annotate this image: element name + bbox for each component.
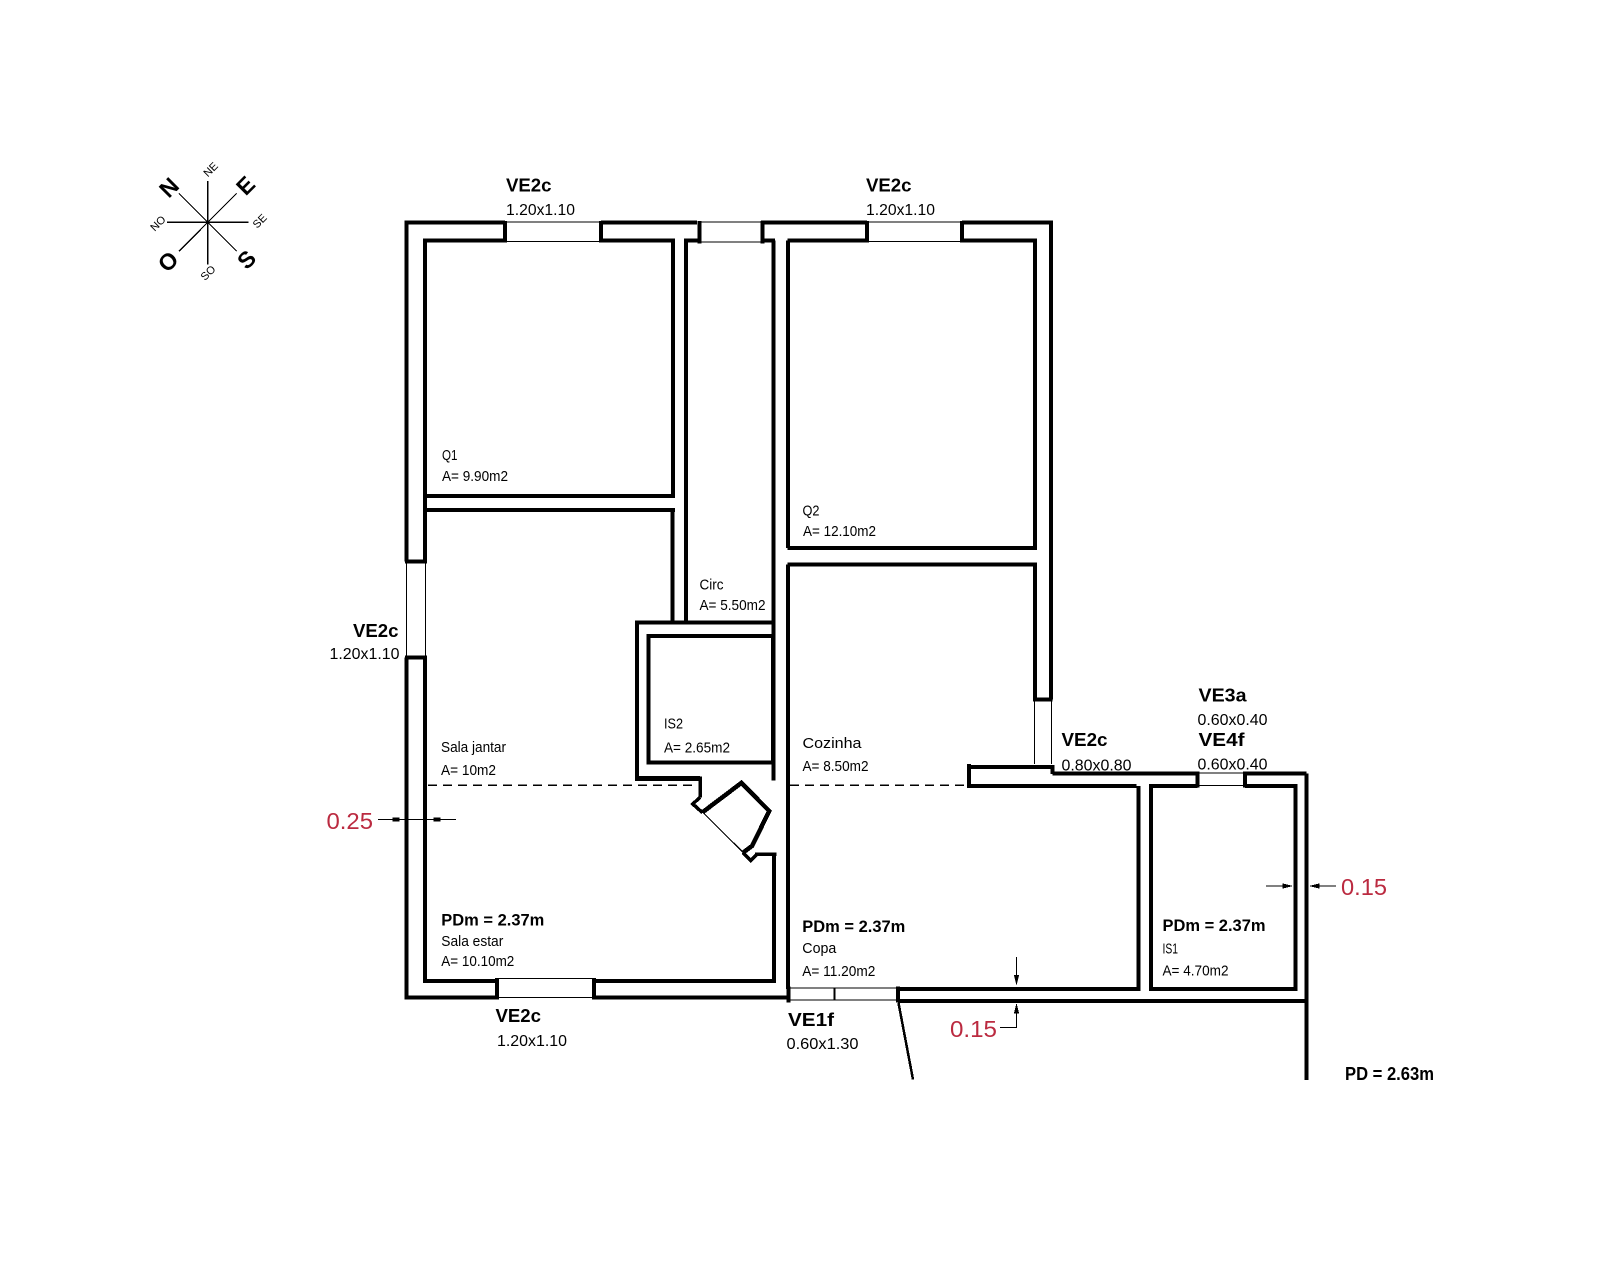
svg-text:A= 11.20m2: A= 11.20m2 (802, 963, 875, 980)
svg-text:VE4f: VE4f (1199, 730, 1246, 750)
svg-text:PDm = 2.37m: PDm = 2.37m (1163, 916, 1266, 935)
svg-text:PDm = 2.37m: PDm = 2.37m (802, 917, 905, 936)
svg-text:Sala estar: Sala estar (441, 933, 503, 950)
svg-text:A= 2.65m2: A= 2.65m2 (664, 740, 730, 757)
svg-text:0.15: 0.15 (950, 1016, 997, 1042)
svg-text:0.60x0.40: 0.60x0.40 (1198, 712, 1268, 729)
svg-text:Q1: Q1 (442, 447, 458, 464)
svg-text:Cozinha: Cozinha (803, 735, 863, 752)
svg-text:1.20x1.10: 1.20x1.10 (866, 202, 935, 219)
svg-text:VE2c: VE2c (866, 176, 912, 196)
svg-text:VE2c: VE2c (353, 621, 399, 641)
svg-text:A= 8.50m2: A= 8.50m2 (803, 758, 869, 775)
svg-text:VE2c: VE2c (1062, 730, 1108, 750)
svg-text:0.25: 0.25 (327, 808, 374, 834)
svg-text:A= 5.50m2: A= 5.50m2 (700, 597, 766, 614)
svg-text:Circ: Circ (700, 577, 724, 594)
svg-text:VE3a: VE3a (1199, 686, 1248, 706)
svg-text:A= 12.10m2: A= 12.10m2 (803, 523, 876, 540)
svg-text:VE1f: VE1f (788, 1010, 835, 1030)
svg-text:1.20x1.10: 1.20x1.10 (506, 202, 575, 219)
svg-text:VE2c: VE2c (496, 1006, 542, 1026)
svg-text:1.20x1.10: 1.20x1.10 (330, 646, 400, 663)
svg-text:A= 9.90m2: A= 9.90m2 (442, 468, 508, 485)
svg-text:Sala jantar: Sala jantar (441, 739, 506, 756)
svg-text:Copa: Copa (802, 940, 837, 957)
svg-text:0.80x0.80: 0.80x0.80 (1062, 758, 1132, 775)
svg-text:VE2c: VE2c (506, 176, 552, 196)
svg-text:IS1: IS1 (1163, 941, 1179, 958)
svg-text:PD = 2.63m: PD = 2.63m (1345, 1064, 1434, 1084)
svg-text:A= 10.10m2: A= 10.10m2 (441, 953, 514, 970)
svg-text:A= 4.70m2: A= 4.70m2 (1163, 963, 1229, 980)
svg-text:0.60x1.30: 0.60x1.30 (787, 1036, 859, 1053)
svg-text:IS2: IS2 (664, 716, 683, 733)
svg-text:0.15: 0.15 (1341, 874, 1387, 900)
svg-text:0.60x0.40: 0.60x0.40 (1198, 757, 1268, 774)
svg-text:A= 10m2: A= 10m2 (441, 762, 496, 779)
svg-text:1.20x1.10: 1.20x1.10 (497, 1033, 567, 1050)
svg-text:PDm = 2.37m: PDm = 2.37m (441, 911, 544, 930)
svg-text:Q2: Q2 (803, 503, 820, 520)
